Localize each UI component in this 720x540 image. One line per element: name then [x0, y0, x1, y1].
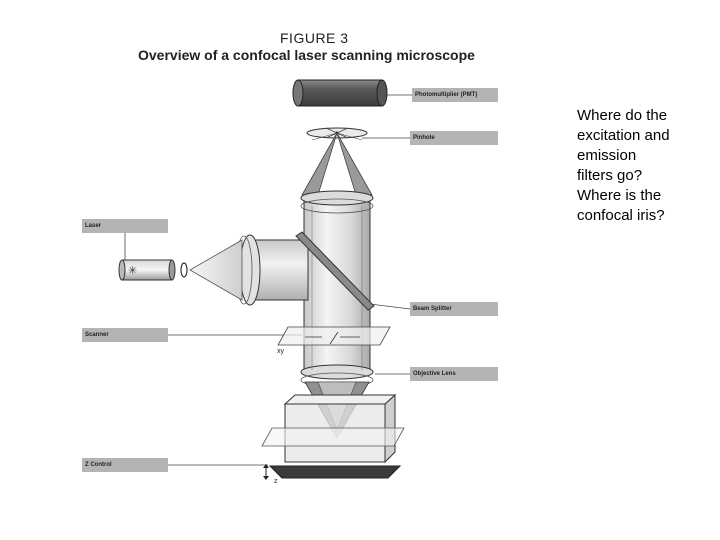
beam-splitter-label: Beam Splitter	[410, 302, 498, 316]
question-line: confocal iris?	[577, 207, 665, 224]
pinhole-label: Pinhole	[410, 131, 498, 145]
svg-text:✳: ✳	[128, 264, 137, 277]
z-axis-label: z	[274, 478, 278, 485]
question-line: excitation and	[577, 127, 670, 144]
question-line: filters go?	[577, 167, 643, 184]
scanner-label: Scanner	[82, 328, 168, 342]
pinhole-assembly	[301, 127, 373, 196]
photomultiplier-tube	[292, 79, 388, 107]
objective-lens-label: Objective Lens	[410, 367, 498, 381]
figure-title: Overview of a confocal laser scanning mi…	[138, 47, 475, 63]
laser-label: Laser	[82, 219, 168, 233]
xy-axis-label: xy	[277, 348, 284, 355]
question-line: Where is the	[577, 187, 662, 204]
figure-number: FIGURE 3	[280, 30, 349, 46]
scanner-plane	[277, 326, 391, 346]
question-line: emission	[577, 147, 637, 164]
laser: ✳	[118, 259, 188, 281]
optical-tube	[300, 190, 374, 388]
photomultiplier-label: Photomultiplier (PMT)	[412, 88, 498, 102]
beam-splitter	[295, 231, 375, 311]
z-control-label: Z Control	[82, 458, 168, 472]
question-line: Where do the	[577, 107, 668, 124]
question-text: Where do the excitation and emission fil…	[577, 106, 707, 226]
laser-input-tube	[189, 234, 309, 306]
sample-stage	[261, 393, 405, 480]
